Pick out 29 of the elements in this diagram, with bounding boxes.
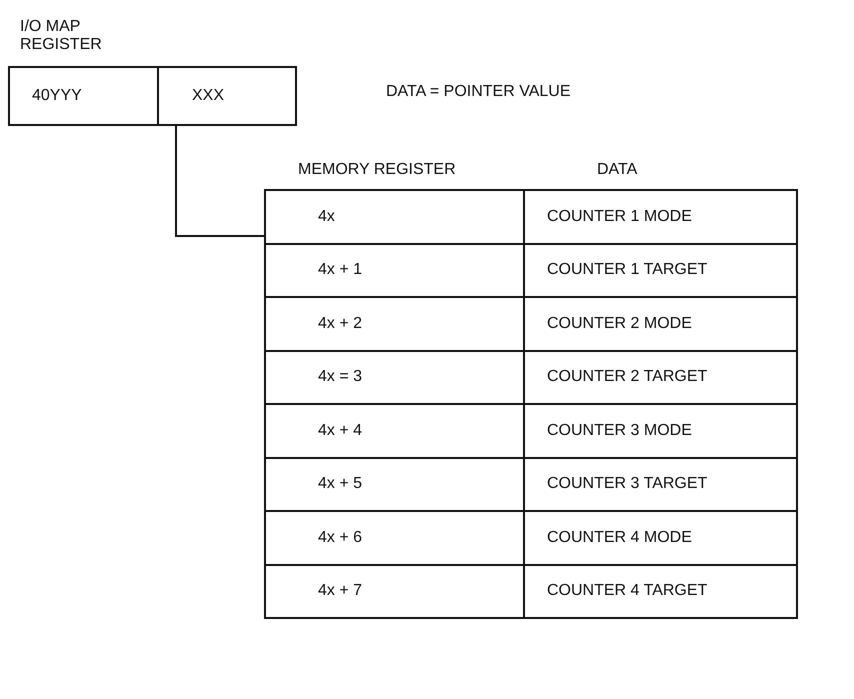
cell-text: COUNTER 1 MODE [547, 208, 692, 226]
register-field [8, 66, 159, 126]
cell-text: 4x + 1 [318, 261, 362, 280]
register-field [157, 66, 297, 126]
cell-text: 4x + 2 [318, 314, 362, 333]
cell-text: COUNTER 1 TARGET [547, 261, 708, 280]
heading-label: MEMORY REGISTER [298, 161, 456, 180]
note-text: DATA = POINTER VALUE [386, 83, 570, 102]
cell-text: COUNTER 2 TARGET [547, 368, 708, 386]
cell-text: COUNTER 3 TARGET [547, 475, 708, 494]
cell-text: XXX [192, 87, 224, 105]
cell-text: 4x = 3 [318, 368, 362, 386]
table-cell [523, 564, 798, 619]
cell-text: 40YYY [32, 87, 82, 105]
heading-label: I/O MAP REGISTER [20, 18, 100, 55]
cell-text: COUNTER 4 TARGET [547, 582, 708, 600]
cell-text: 4x + 7 [318, 582, 362, 600]
cell-text: 4x + 5 [318, 475, 362, 494]
connector-line [175, 125, 265, 237]
heading-label: DATA [597, 161, 638, 180]
cell-text: 4x + 4 [318, 422, 362, 440]
table-cell [264, 189, 525, 244]
cell-text: COUNTER 3 MODE [547, 422, 692, 440]
table-cell [523, 189, 798, 244]
cell-text: COUNTER 4 MODE [547, 528, 692, 547]
cell-text: COUNTER 2 MODE [547, 314, 692, 333]
cell-text: 4x + 6 [318, 528, 362, 547]
cell-text: 4x [318, 208, 335, 226]
table-cell [264, 564, 525, 619]
